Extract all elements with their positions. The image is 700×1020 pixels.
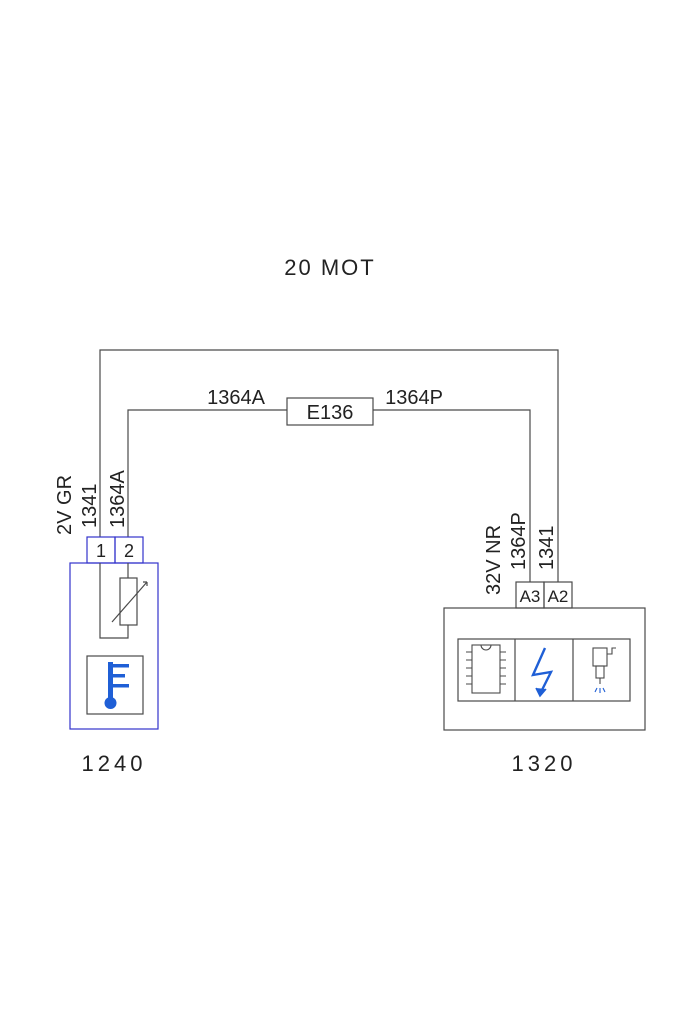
left-wire-1364a-label: 1364A	[107, 470, 129, 528]
wire-1364a	[127, 409, 287, 537]
pin-a2: A2	[548, 587, 569, 606]
connector-label: E136	[307, 402, 354, 424]
injector-icon	[592, 647, 616, 693]
pin-a3: A3	[520, 587, 541, 606]
ignition-bolt-icon	[530, 647, 554, 698]
left-wire-color-label: 2V GR	[54, 475, 76, 535]
group-label: 20 MOT	[284, 255, 375, 280]
wire-label-1364a: 1364A	[207, 387, 265, 409]
wire-1364p	[373, 409, 531, 582]
component-id-1240: 1240	[82, 751, 147, 776]
temperature-sensor-icon	[86, 655, 144, 715]
left-wire-labels: 2V GR 1341 1364A	[54, 470, 129, 535]
ecu-chip-icon	[466, 644, 506, 694]
connector-e136: E136	[286, 397, 374, 426]
right-wire-1364p-label: 1364P	[508, 512, 530, 570]
right-wire-color-label: 32V NR	[483, 525, 505, 595]
component-id-1320: 1320	[512, 751, 577, 776]
pin-1: 1	[96, 541, 106, 561]
left-wire-1341-label: 1341	[79, 484, 101, 529]
right-wire-1341-label: 1341	[536, 526, 558, 571]
pin-2: 2	[124, 541, 134, 561]
component-1320: A3 A2	[443, 581, 646, 731]
wire-label-1364p: 1364P	[385, 387, 443, 409]
component-1240: 1 2	[69, 536, 159, 730]
right-wire-labels: 32V NR 1364P 1341	[483, 512, 558, 595]
wire-1341	[99, 349, 559, 582]
